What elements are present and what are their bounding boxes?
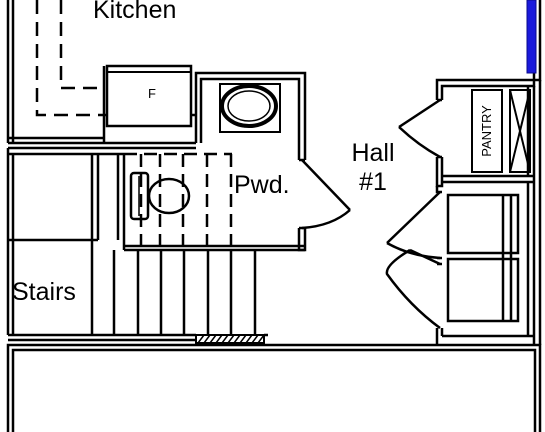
- sink-fixture: [219, 83, 281, 133]
- closet-door-lower[interactable]: [385, 248, 441, 330]
- closet: [446, 193, 520, 323]
- refrigerator: F: [105, 64, 193, 128]
- fridge-label: F: [148, 86, 156, 101]
- hall-room: Hall #1: [351, 139, 394, 196]
- pantry-door[interactable]: [398, 98, 441, 159]
- closet-door-upper[interactable]: [386, 191, 441, 260]
- walls: [6, 0, 542, 432]
- powder-door[interactable]: [301, 159, 351, 230]
- hall-label-line1: Hall: [351, 139, 394, 167]
- powder-room: Pwd.: [234, 171, 290, 199]
- stair-landing-hatch: [195, 334, 265, 344]
- powder-room-label: Pwd.: [234, 171, 290, 199]
- kitchen-label: Kitchen: [93, 0, 176, 24]
- selection-marker[interactable]: [526, 0, 537, 74]
- pantry-shelf: [509, 89, 531, 173]
- stairs: [112, 152, 257, 335]
- pantry-room: PANTRY: [471, 89, 531, 173]
- pantry-label: PANTRY: [479, 105, 494, 157]
- kitchen-room: Kitchen: [35, 0, 196, 117]
- hall-label-line2: #1: [359, 168, 387, 196]
- stairs-label: Stairs: [12, 278, 76, 306]
